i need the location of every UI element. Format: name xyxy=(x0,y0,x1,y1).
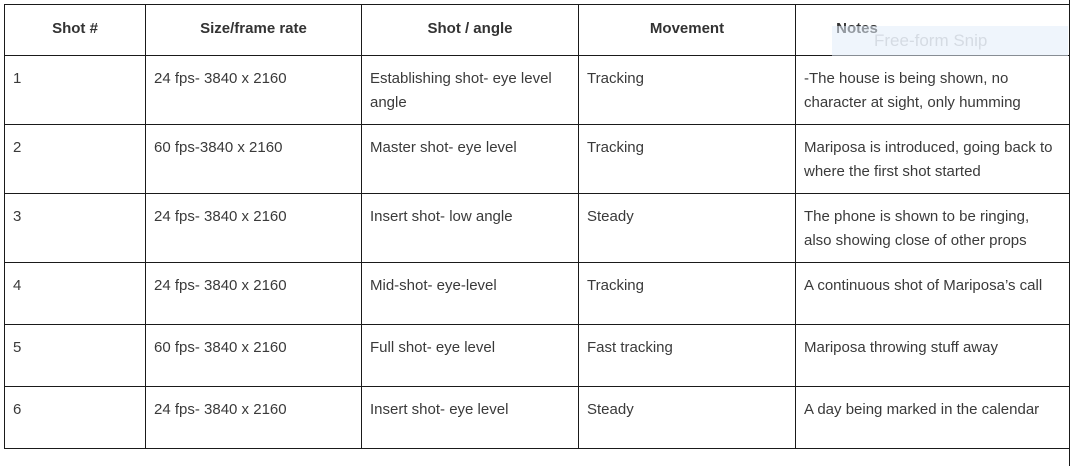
cell-shot-angle: Mid-shot- eye-level xyxy=(361,262,579,325)
cell-shot-number: 5 xyxy=(4,324,146,387)
cell-size-frame-rate: 24 fps- 3840 x 2160 xyxy=(145,386,362,449)
cell-movement: Tracking xyxy=(578,55,796,125)
cell-shot-number: 6 xyxy=(4,386,146,449)
header-shot-number: Shot # xyxy=(4,4,146,56)
table-row: 3 24 fps- 3840 x 2160 Insert shot- low a… xyxy=(4,193,1070,263)
cell-notes: Mariposa is introduced, going back to wh… xyxy=(795,124,1070,194)
table-row: 4 24 fps- 3840 x 2160 Mid-shot- eye-leve… xyxy=(4,262,1070,325)
cell-shot-angle: Full shot- eye level xyxy=(361,324,579,387)
header-row: Shot # Size/frame rate Shot / angle Move… xyxy=(4,4,1070,56)
header-notes: Notes xyxy=(795,4,1070,56)
table-row: 6 24 fps- 3840 x 2160 Insert shot- eye l… xyxy=(4,386,1070,449)
header-movement: Movement xyxy=(578,4,796,56)
cell-notes: A day being marked in the calendar xyxy=(795,386,1070,449)
cell-movement: Tracking xyxy=(578,124,796,194)
cell-notes: -The house is being shown, no character … xyxy=(795,55,1070,125)
cell-shot-angle: Establishing shot- eye level angle xyxy=(361,55,579,125)
cell-size-frame-rate: 24 fps- 3840 x 2160 xyxy=(145,193,362,263)
table-row: 2 60 fps-3840 x 2160 Master shot- eye le… xyxy=(4,124,1070,194)
cell-size-frame-rate: 24 fps- 3840 x 2160 xyxy=(145,262,362,325)
cell-shot-angle: Insert shot- eye level xyxy=(361,386,579,449)
cell-notes: Mariposa throwing stuff away xyxy=(795,324,1070,387)
cell-notes: A continuous shot of Mariposa’s call xyxy=(795,262,1070,325)
cell-movement: Steady xyxy=(578,193,796,263)
shot-list-table: Shot # Size/frame rate Shot / angle Move… xyxy=(4,4,1070,449)
cell-shot-number: 4 xyxy=(4,262,146,325)
header-size-frame-rate: Size/frame rate xyxy=(145,4,362,56)
header-shot-angle: Shot / angle xyxy=(361,4,579,56)
cell-notes: The phone is shown to be ringing, also s… xyxy=(795,193,1070,263)
cell-size-frame-rate: 24 fps- 3840 x 2160 xyxy=(145,55,362,125)
table-row: 1 24 fps- 3840 x 2160 Establishing shot-… xyxy=(4,55,1070,125)
cell-movement: Fast tracking xyxy=(578,324,796,387)
cell-shot-angle: Insert shot- low angle xyxy=(361,193,579,263)
shot-list-table-wrapper: Shot # Size/frame rate Shot / angle Move… xyxy=(4,4,1070,449)
table-row: 5 60 fps- 3840 x 2160 Full shot- eye lev… xyxy=(4,324,1070,387)
cell-shot-number: 1 xyxy=(4,55,146,125)
cell-shot-angle: Master shot- eye level xyxy=(361,124,579,194)
cell-size-frame-rate: 60 fps-3840 x 2160 xyxy=(145,124,362,194)
cell-movement: Tracking xyxy=(578,262,796,325)
cell-shot-number: 3 xyxy=(4,193,146,263)
cell-movement: Steady xyxy=(578,386,796,449)
cell-shot-number: 2 xyxy=(4,124,146,194)
cell-size-frame-rate: 60 fps- 3840 x 2160 xyxy=(145,324,362,387)
